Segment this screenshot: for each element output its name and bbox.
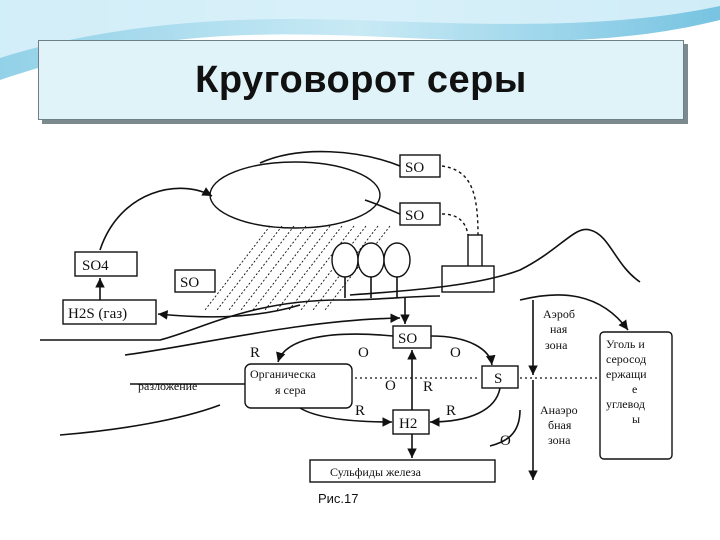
s-box [481, 365, 519, 389]
figure-caption: Рис.17 [318, 491, 359, 506]
sulfides-box [309, 459, 496, 483]
atmosphere-ellipse [209, 161, 381, 229]
so-top-box [399, 154, 441, 178]
title-box: Круговорот серы [38, 40, 684, 120]
hill-right-arrow [519, 294, 629, 331]
so4-box [74, 251, 138, 277]
organic-to-h2-arrow [299, 407, 393, 427]
so-to-s-arrow [430, 335, 496, 366]
organic-sulfur-box [244, 363, 353, 409]
o-label-3: O [385, 378, 396, 394]
r-label-3: R [355, 403, 365, 419]
anaerobic-label-2: бная [548, 418, 572, 432]
smoke-line-1 [441, 165, 479, 236]
decomp-curve [124, 313, 401, 356]
so-to-organic-arrow [276, 333, 394, 363]
coal-label-6: ы [632, 412, 640, 426]
aerobic-label-1: Аэроб [543, 307, 575, 321]
factory-chimney [467, 234, 483, 268]
so-mid-box [399, 202, 441, 226]
background-swoosh [0, 0, 720, 80]
s-to-h2-arrow [429, 387, 501, 427]
anaerobic-label-1: Анаэро [540, 403, 578, 417]
organic-sulfur-label-2: я сера [275, 383, 306, 397]
so-top-label: SO [405, 160, 424, 176]
r-label-1: R [250, 345, 260, 361]
s-label: S [494, 371, 502, 387]
coal-label-5: углевод [606, 397, 645, 411]
h2-box [392, 409, 430, 435]
h2-label: H2 [399, 416, 417, 432]
sulfides-label: Сульфиды железа [330, 465, 422, 479]
coal-label-3: ержащи [606, 367, 647, 381]
aerobic-label-3: зона [545, 338, 568, 352]
h2s-box [62, 299, 157, 325]
ground-line [40, 295, 441, 341]
coal-label-2: серосод [606, 352, 646, 366]
smoke-line-2 [441, 213, 469, 236]
coal-label-1: Уголь и [606, 337, 645, 351]
trees [331, 242, 411, 298]
so-mid-label: SO [405, 208, 424, 224]
so-left-box [174, 269, 216, 293]
so4-label: SO4 [82, 258, 109, 274]
r-label-2: R [423, 379, 433, 395]
o-label-4: O [500, 433, 511, 449]
lower-right-curve [489, 409, 521, 447]
so-left-label: SO [180, 275, 199, 291]
aerobic-label-2: ная [550, 322, 568, 336]
to-h2s-curve [157, 304, 301, 320]
r-label-4: R [446, 403, 456, 419]
ellipse-to-so-top [259, 150, 401, 167]
outer-loop-arrow [99, 187, 213, 251]
coal-label-4: е [632, 382, 637, 396]
o-label-1: O [358, 345, 369, 361]
so-center-label: SO [398, 331, 417, 347]
coal-box [599, 331, 673, 460]
organic-sulfur-label-1: Органическа [250, 367, 316, 381]
h2s-label: H2S (газ) [68, 306, 127, 322]
hill-right [349, 228, 641, 296]
decomposition-label: разложение [138, 379, 197, 393]
o-label-2: O [450, 345, 461, 361]
anaerobic-label-3: зона [548, 433, 571, 447]
so-center-box [392, 325, 432, 349]
ground-line-lower [59, 404, 221, 436]
page-title: Круговорот серы [195, 58, 527, 101]
ellipse-to-so-mid [364, 199, 401, 215]
